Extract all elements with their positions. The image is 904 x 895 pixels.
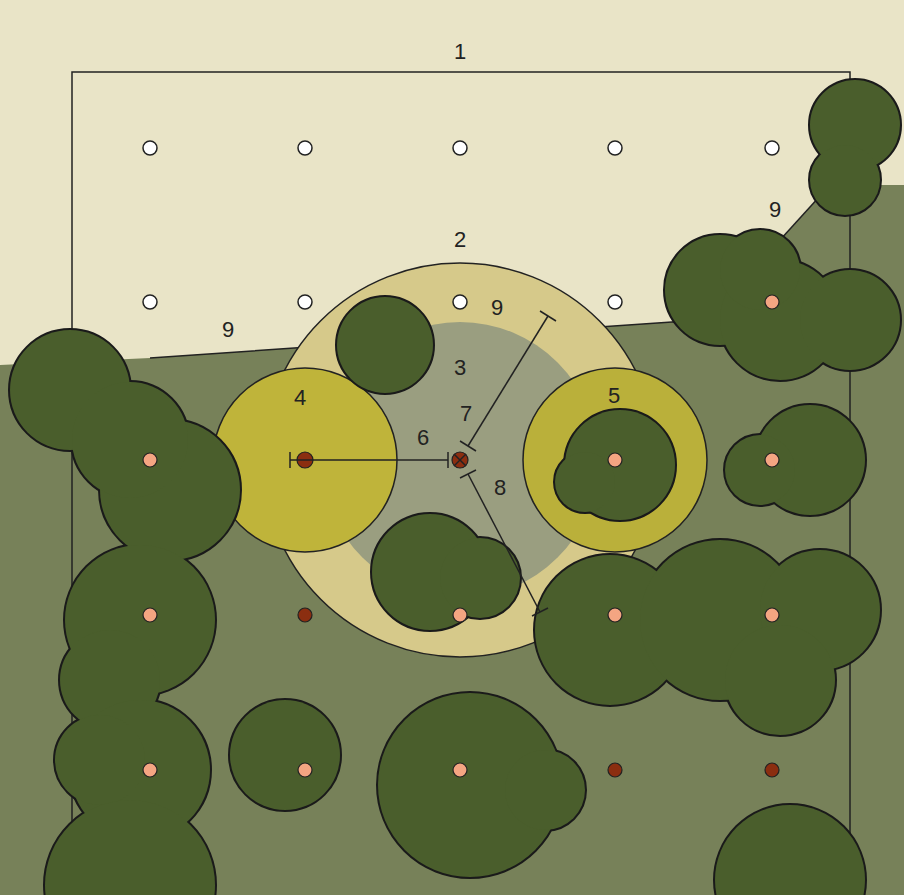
callout-number: 9 <box>220 318 236 342</box>
stump-points <box>297 452 779 777</box>
subplot-circle <box>523 368 707 552</box>
callout-number: 5 <box>606 384 622 408</box>
radius-lines <box>290 311 556 616</box>
centre-cross <box>454 454 466 466</box>
tree-crowns <box>10 80 900 895</box>
callout-number: 8 <box>492 476 508 500</box>
callout-number: 1 <box>452 40 468 64</box>
tree-points <box>143 295 779 777</box>
callout-number: 9 <box>489 296 505 320</box>
callout-number: 6 <box>415 426 431 450</box>
callout-number: 4 <box>292 386 308 410</box>
forest-ground <box>0 185 904 895</box>
callout-number: 2 <box>452 228 468 252</box>
callout-number: 9 <box>767 198 783 222</box>
open-points <box>143 141 779 309</box>
callout-number: 7 <box>458 402 474 426</box>
callout-number: 3 <box>452 356 468 380</box>
